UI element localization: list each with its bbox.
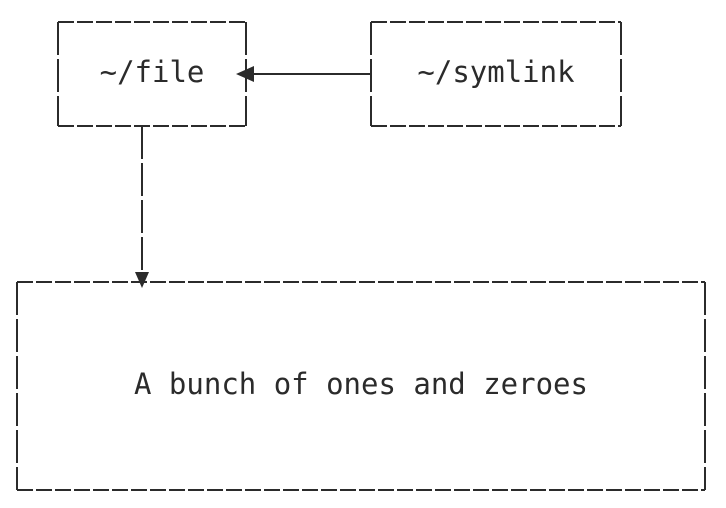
edge-file-to-data [135,126,149,288]
node-symlink-label: ~/symlink [417,55,575,89]
arrowhead-left [236,66,254,82]
node-data-label: A bunch of ones and zeroes [134,367,588,401]
arrowhead-down [135,272,149,288]
node-data: A bunch of ones and zeroes [16,281,706,491]
node-file-label: ~/file [100,55,205,89]
node-file: ~/file [57,21,247,127]
edge-symlink-to-file [236,66,371,82]
node-symlink: ~/symlink [370,21,622,127]
